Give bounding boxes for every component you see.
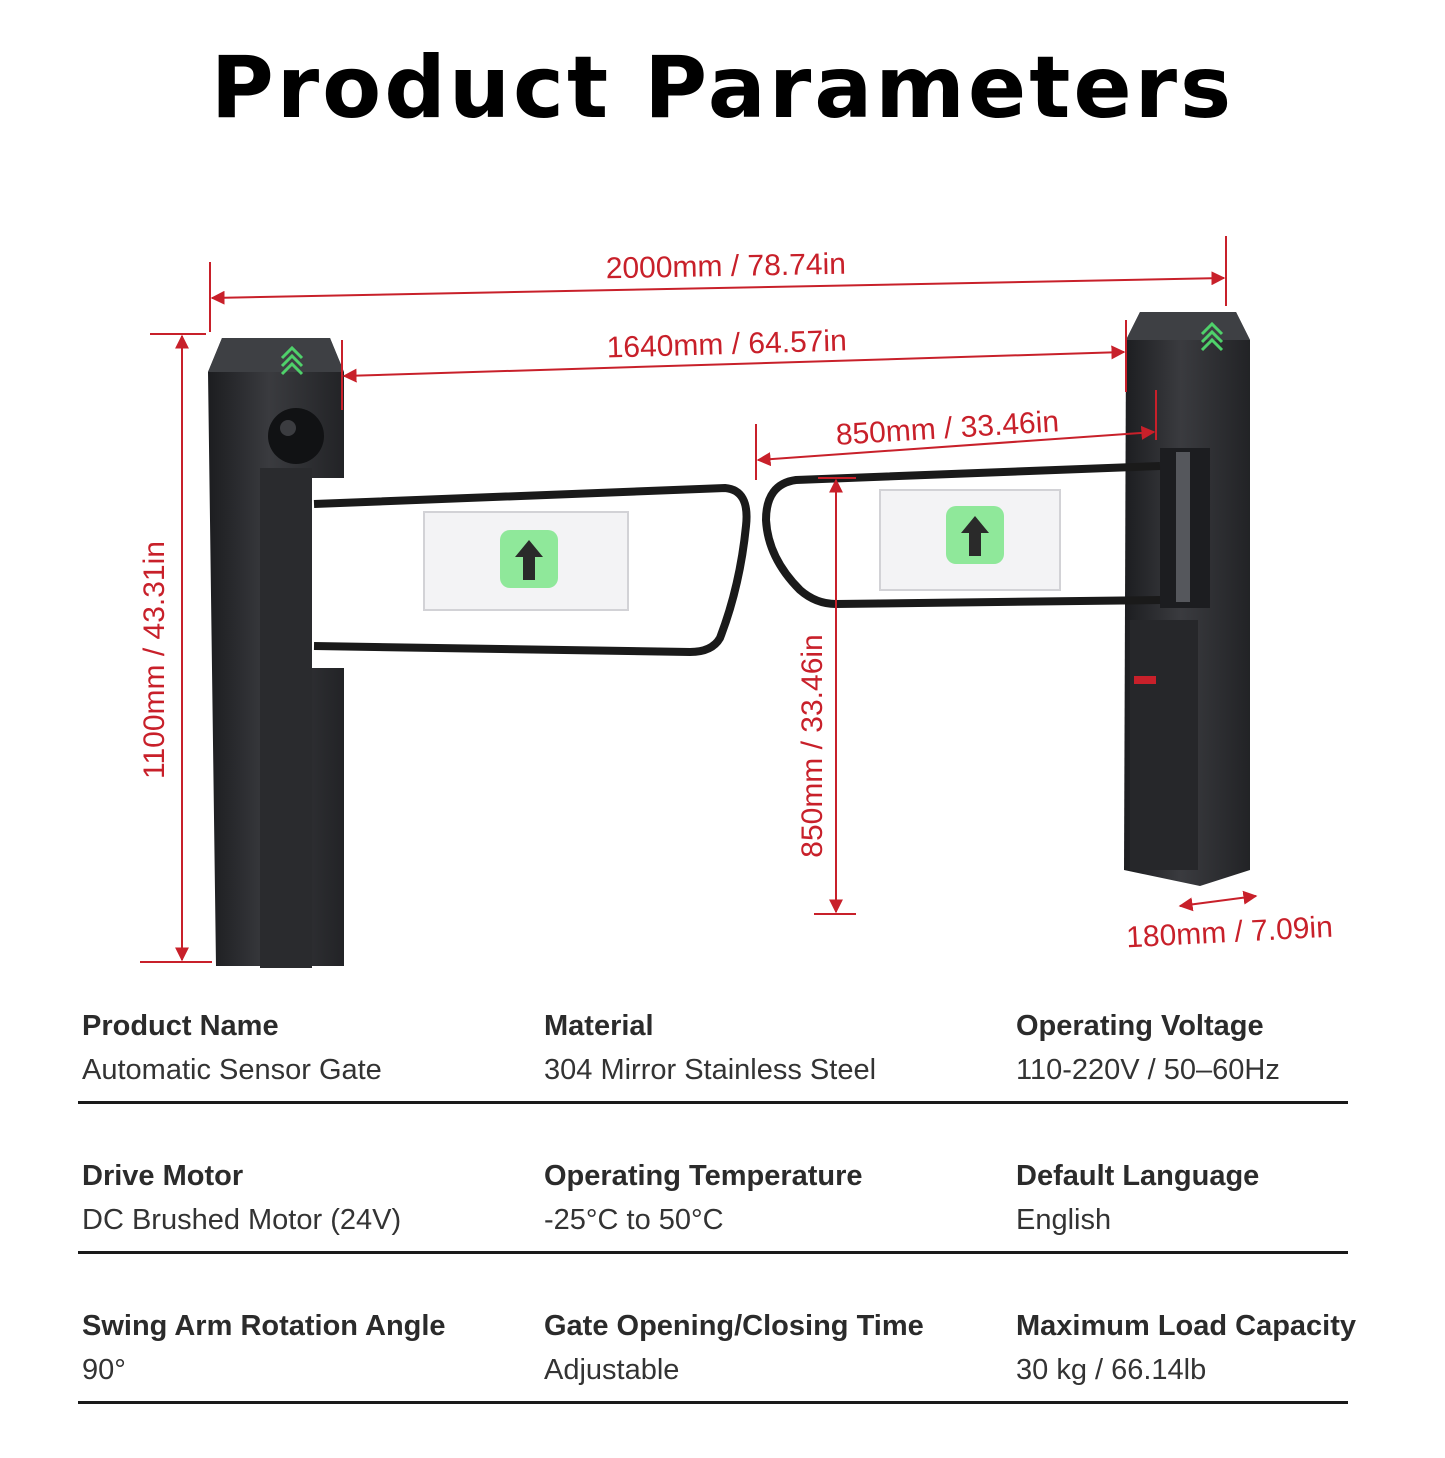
row-divider (78, 1401, 1348, 1404)
right-swing-arm (761, 462, 1161, 609)
spec-label: Drive Motor (82, 1160, 244, 1192)
status-light-icon (280, 345, 304, 376)
spec-item: Operating Temperature -25°C to 50°C (544, 1158, 863, 1238)
spec-label: Operating Temperature (544, 1160, 863, 1192)
arm-length-line (756, 425, 1156, 467)
spec-item: Default Language English (1016, 1158, 1259, 1238)
row-divider (78, 1251, 1348, 1254)
spec-item: Operating Voltage 110-220V / 50–60Hz (1016, 1008, 1280, 1088)
spec-item: Maximum Load Capacity 30 kg / 66.14lb (1016, 1308, 1356, 1388)
spec-label: Product Name (82, 1010, 279, 1042)
spec-value: 30 kg / 66.14lb (1016, 1354, 1207, 1386)
spec-value: 90° (82, 1354, 126, 1386)
spec-label: Operating Voltage (1016, 1010, 1264, 1042)
up-arrow-icon (515, 540, 543, 580)
spec-value: 110-220V / 50–60Hz (1016, 1054, 1280, 1086)
page-title: Product Parameters (210, 38, 1235, 138)
right-gate-post (1124, 312, 1250, 886)
left-gate-post (208, 338, 344, 968)
spec-row: Drive Motor DC Brushed Motor (24V) Opera… (78, 1158, 1348, 1308)
post-width-line (1178, 890, 1258, 912)
spec-item: Swing Arm Rotation Angle 90° (82, 1308, 446, 1388)
spec-label: Default Language (1016, 1160, 1260, 1192)
spec-label: Material (544, 1010, 654, 1042)
total-width-line (210, 271, 1226, 305)
spec-row: Product Name Automatic Sensor Gate Mater… (78, 1008, 1348, 1158)
sensor-lens-icon (268, 408, 324, 464)
passage-width-label: 1640mm / 64.57in (606, 324, 847, 364)
total-width-label: 2000mm / 78.74in (605, 248, 846, 286)
spec-value: Adjustable (544, 1354, 680, 1386)
arm-length-label: 850mm / 33.46in (835, 405, 1060, 452)
post-height-label: 1100mm / 43.31in (138, 541, 171, 779)
spec-item: Material 304 Mirror Stainless Steel (544, 1008, 876, 1088)
spec-item: Drive Motor DC Brushed Motor (24V) (82, 1158, 401, 1238)
spec-label: Maximum Load Capacity (1016, 1310, 1357, 1342)
spec-value: English (1016, 1204, 1112, 1236)
up-arrow-icon (961, 516, 989, 556)
spec-item: Gate Opening/Closing Time Adjustable (544, 1308, 924, 1388)
spec-value: 304 Mirror Stainless Steel (544, 1054, 877, 1086)
spec-label: Gate Opening/Closing Time (544, 1310, 924, 1342)
post-width-label: 180mm / 7.09in (1125, 911, 1333, 955)
left-swing-arm (313, 483, 751, 657)
row-divider (78, 1101, 1348, 1104)
status-light-icon (1200, 321, 1224, 352)
gate-dimension-diagram: 2000mm / 78.74in 1640mm / 64.57in 850mm … (138, 236, 1334, 968)
spec-row: Swing Arm Rotation Angle 90° Gate Openin… (78, 1308, 1356, 1458)
spec-table: Product Name Automatic Sensor Gate Mater… (78, 1008, 1356, 1458)
spec-item: Product Name Automatic Sensor Gate (82, 1008, 382, 1088)
spec-value: Automatic Sensor Gate (82, 1054, 382, 1086)
spec-label: Swing Arm Rotation Angle (82, 1310, 446, 1342)
spec-value: DC Brushed Motor (24V) (82, 1204, 402, 1236)
dimension-lines (140, 236, 1258, 963)
passage-width-line (342, 345, 1126, 383)
arm-height-label: 850mm / 33.46in (796, 634, 829, 857)
spec-value: -25°C to 50°C (544, 1204, 724, 1236)
